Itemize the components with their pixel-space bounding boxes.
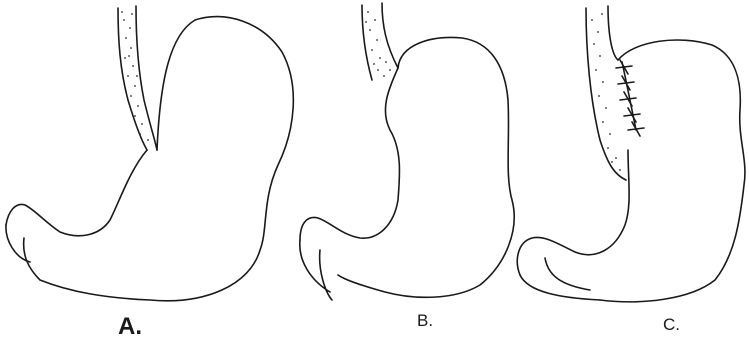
panel-c-stomach	[517, 6, 745, 302]
panel-b-duodenum	[300, 240, 332, 300]
panel-a-label: A.	[118, 313, 142, 341]
panel-c-esophagus-left	[586, 8, 626, 180]
panel-a-esophagus-right	[136, 6, 157, 150]
panel-a-stomach	[6, 6, 293, 301]
panel-b-label: B.	[417, 311, 433, 331]
panel-a-stomach-outline	[24, 17, 294, 301]
panel-c-stomach-outline	[600, 40, 745, 302]
panel-c-duodenum	[520, 258, 600, 300]
panel-a-lesser-curvature	[6, 150, 147, 236]
panel-c-esophagus-right	[608, 6, 618, 60]
panel-c-label: C.	[663, 315, 680, 335]
panel-c-suture-5	[628, 122, 644, 136]
panel-b-stomach-outline	[338, 37, 514, 297]
panel-c-esophagus-stipple	[591, 13, 621, 171]
panel-a-duodenum	[6, 225, 30, 262]
panel-b-stomach	[300, 3, 514, 300]
panel-a-esophagus-left	[118, 8, 147, 150]
panel-b-esophagus-right	[382, 3, 398, 68]
panel-b-esophagus-left	[362, 5, 372, 80]
panel-b-lesser-curvature	[300, 68, 400, 240]
panel-c-sutures	[616, 60, 644, 136]
